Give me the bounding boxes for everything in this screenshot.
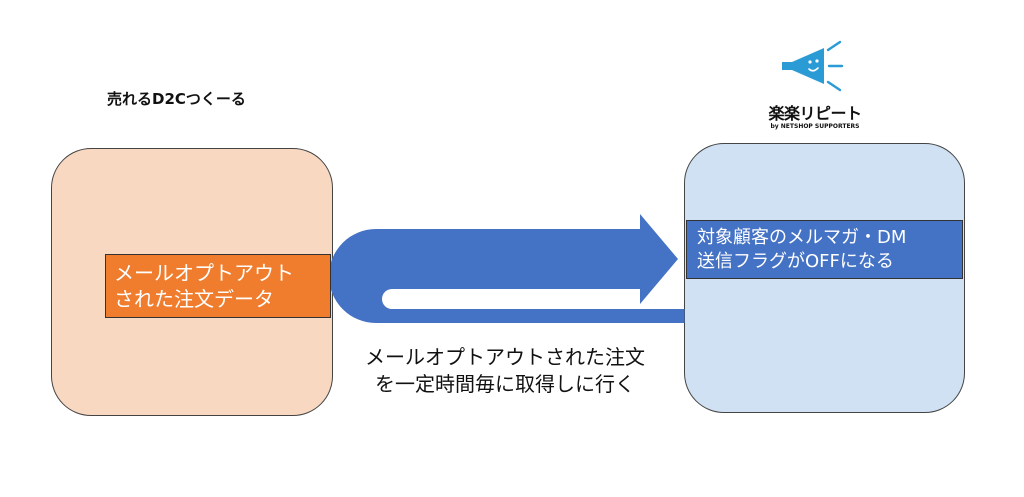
optout-order-data-label: メールオプトアウト された注文データ xyxy=(105,254,331,318)
flow-caption: メールオプトアウトされた注文 を一定時間毎に取得しに行く xyxy=(326,344,684,398)
flag-off-result-label: 対象顧客のメルマガ・DM 送信フラグがOFFになる xyxy=(686,220,963,279)
logo-name: 楽楽リピート xyxy=(768,104,862,123)
caption-line-1: メールオプトアウトされた注文 xyxy=(365,345,645,369)
result-label-line-1: 対象顧客のメルマガ・DM xyxy=(697,227,907,248)
logo-subtitle: by NETSHOP SUPPORTERS xyxy=(770,123,860,130)
megaphone-icon xyxy=(782,40,844,92)
optout-label-line-1: メールオプトアウト xyxy=(114,261,294,285)
caption-line-2: を一定時間毎に取得しに行く xyxy=(375,372,635,396)
optout-label-line-2: された注文データ xyxy=(114,287,274,311)
result-label-line-2: 送信フラグがOFFになる xyxy=(697,251,894,272)
rakuraku-repeat-logo: 楽楽リピート by NETSHOP SUPPORTERS xyxy=(752,36,872,146)
left-system-title: 売れるD2Cつくーる xyxy=(107,90,246,108)
